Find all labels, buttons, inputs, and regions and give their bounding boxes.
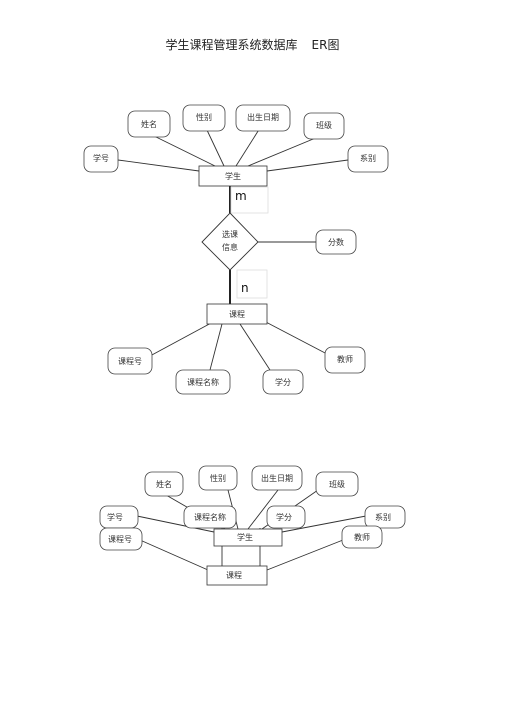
attr-gender	[182, 104, 226, 132]
attr2-class	[315, 471, 359, 497]
attr-department	[347, 145, 389, 173]
attr2-name	[144, 471, 184, 497]
attr2-course-name-label: 课程名称	[194, 512, 226, 522]
line-course-credit	[239, 323, 271, 371]
entity2-student-label: 学生	[237, 532, 253, 542]
entity-student	[198, 165, 268, 187]
attr-gender-label: 性别	[196, 112, 212, 122]
line-class-student	[247, 136, 319, 167]
attr2-department-label: 系别	[375, 512, 391, 522]
attr-birthdate-label: 出生日期	[247, 112, 279, 122]
attr-course-name	[175, 369, 231, 395]
cardinality-m: m	[235, 189, 247, 203]
attr-credit-label: 学分	[275, 377, 291, 387]
line-name-student	[151, 134, 216, 167]
line2-teacher	[266, 539, 344, 571]
relationship-diamond	[201, 212, 259, 271]
entity-course-label: 课程	[229, 310, 245, 319]
attr2-name-label: 姓名	[156, 479, 172, 489]
entity-student-label: 学生	[225, 171, 241, 181]
attr2-course-id	[99, 527, 143, 551]
line2-birthdate	[247, 489, 279, 530]
attr2-course-name	[183, 505, 237, 529]
attr-student-id-label: 学号	[93, 153, 109, 163]
attr-course-id-label: 课程号	[118, 357, 142, 366]
attr-student-id	[83, 145, 119, 173]
line2-studentid	[136, 515, 215, 533]
attr-name-label: 姓名	[141, 119, 157, 129]
attr2-class-label: 班级	[329, 479, 345, 489]
er-diagram-2: 姓名 性别 出生日期 班级 学号 课程名称 学分 系别 课程号 教师 学生 课程	[99, 465, 406, 586]
attr-credit	[262, 369, 304, 395]
cardinality-m-box	[230, 186, 269, 214]
attr2-teacher-label: 教师	[354, 532, 370, 542]
attr-class	[303, 112, 345, 140]
attr2-department	[364, 505, 406, 529]
attr2-credit-label: 学分	[276, 512, 292, 522]
relationship-label-line2: 信息	[222, 242, 238, 252]
attr2-gender-label: 性别	[210, 473, 226, 483]
attr-teacher	[324, 346, 366, 374]
attr2-course-id-label: 课程号	[108, 535, 132, 544]
attr2-gender	[198, 465, 238, 491]
attr-department-label: 系别	[360, 153, 376, 163]
attr-birthdate	[235, 104, 291, 132]
entity2-course	[206, 565, 268, 586]
entity-course	[206, 303, 268, 325]
line2-courseid	[139, 539, 209, 571]
attr-class-label: 班级	[316, 120, 332, 130]
attr2-birthdate	[251, 465, 303, 491]
entity2-student	[213, 528, 283, 547]
attr2-birthdate-label: 出生日期	[261, 473, 293, 483]
line-course-coursename	[209, 323, 223, 371]
attr-teacher-label: 教师	[337, 354, 353, 364]
attr-score-label: 分数	[328, 237, 344, 247]
attr2-teacher	[341, 525, 383, 549]
cardinality-n-box	[236, 269, 268, 299]
line-course-teacher	[261, 319, 328, 355]
line2-department	[281, 515, 367, 533]
diagram-title: 学生课程管理系统数据库 ER图	[0, 36, 505, 53]
relationship-label-line1: 选课	[222, 229, 238, 239]
line-course-courseid	[149, 321, 214, 357]
line-birthdate-student	[235, 127, 261, 167]
attr2-student-id-label: 学号	[107, 512, 123, 522]
attr-score	[315, 229, 357, 255]
er-diagram-1: m n 姓名 性别 出生日期 班级 学号 系别 学生 选课 信息 分数 课程 课…	[83, 104, 389, 395]
title-suffix: ER图	[311, 38, 340, 52]
line-department-student	[266, 159, 349, 172]
attr-name	[127, 110, 171, 138]
line-studentid-student	[117, 159, 200, 172]
attr-course-name-label: 课程名称	[187, 377, 219, 387]
cardinality-n: n	[241, 281, 249, 295]
attr-course-id	[107, 347, 153, 375]
entity2-course-label: 课程	[226, 571, 242, 580]
line-gender-student	[205, 127, 225, 167]
title-main: 学生课程管理系统数据库	[165, 38, 298, 52]
attr2-credit	[266, 505, 306, 529]
